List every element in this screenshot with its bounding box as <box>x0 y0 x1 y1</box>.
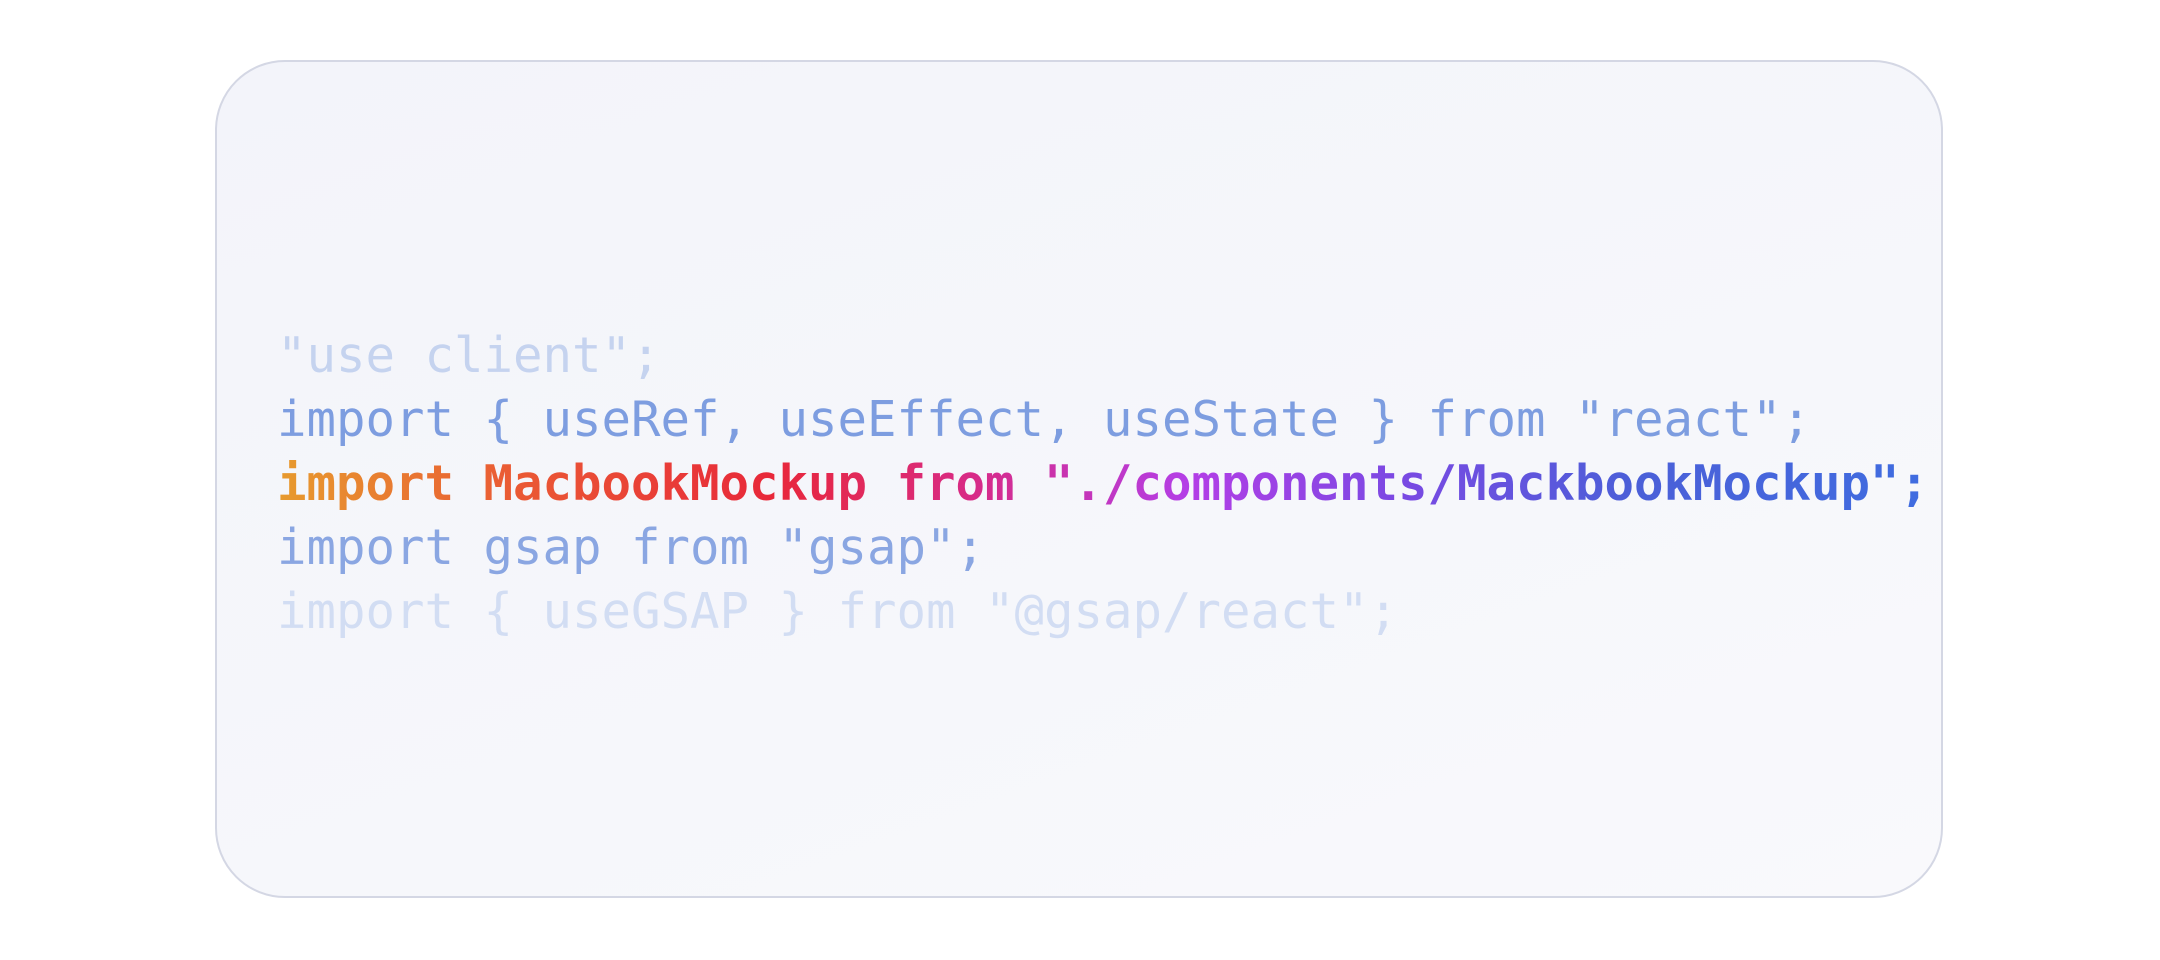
code-line-4: import gsap from "gsap"; <box>277 519 986 576</box>
code-card: "use client"; import { useRef, useEffect,… <box>215 60 1943 898</box>
code-line-2: import { useRef, useEffect, useState } f… <box>277 391 1812 448</box>
code-snippet: "use client"; import { useRef, useEffect,… <box>277 324 1929 644</box>
code-line-3-highlighted: import MacbookMockup from "./components/… <box>277 452 1929 516</box>
code-line-1: "use client"; <box>277 327 661 384</box>
code-line-5: import { useGSAP } from "@gsap/react"; <box>277 583 1399 640</box>
